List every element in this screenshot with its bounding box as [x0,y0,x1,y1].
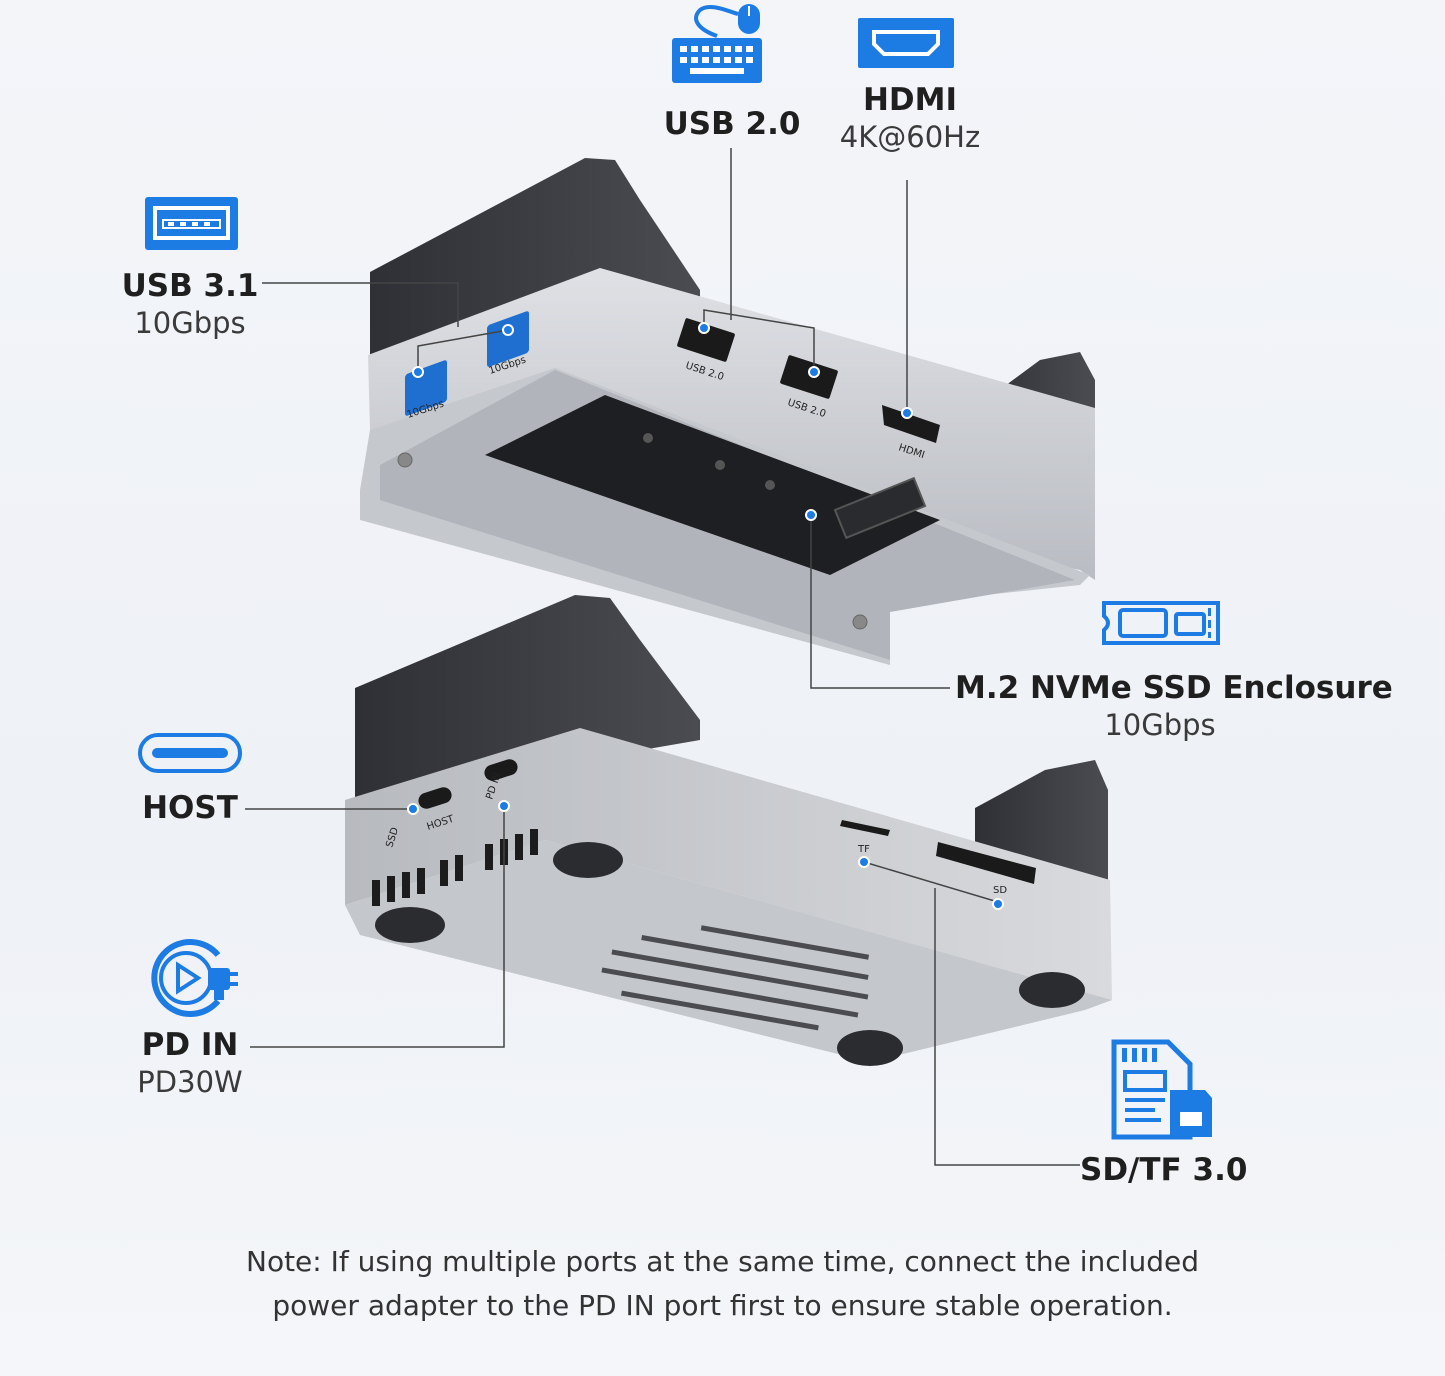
usage-note-line-1: Note: If using multiple ports at the sam… [246,1245,1199,1278]
host-label: HOST [120,790,260,827]
sd-marking: SD [993,885,1007,896]
tf-marking: TF [857,844,870,855]
pdin-title: PD IN [141,1027,239,1063]
pdin-subtitle: PD30W [137,1065,243,1100]
m2-title: M.2 NVMe SSD Enclosure [955,670,1393,706]
usb31-title: USB 3.1 [121,268,259,304]
power-plug-icon [151,939,238,1017]
usb31-label: USB 3.1 10Gbps [110,268,270,343]
callout-dots [407,322,1004,910]
hdmi-title: HDMI [862,82,958,118]
usb-c-icon [138,733,242,773]
usb-a-icon [145,197,238,250]
usage-note-line-2: power adapter to the PD IN port first to… [272,1289,1173,1322]
usb31-subtitle: 10Gbps [134,306,246,341]
top-device: 10Gbps 10Gbps USB 2.0 USB 2.0 HDMI [360,158,1095,665]
usage-note: Note: If using multiple ports at the sam… [0,1240,1445,1328]
host-title: HOST [142,790,238,826]
sd-card-icon [1111,1039,1212,1140]
usb20-label: USB 2.0 [652,106,812,143]
usb20-title: USB 2.0 [663,106,801,142]
ssd-icon [1102,601,1220,645]
sdtf-title: SD/TF 3.0 [1080,1152,1248,1188]
hdmi-subtitle: 4K@60Hz [839,120,981,155]
hdmi-icon [858,18,954,68]
callout-lines [245,148,1080,1166]
m2-label: M.2 NVMe SSD Enclosure 10Gbps [955,670,1393,745]
m2-subtitle: 10Gbps [1104,708,1216,743]
bottom-device: SSD HOST PD IN TF SD [345,595,1112,1066]
sdtf-label: SD/TF 3.0 [1080,1152,1248,1189]
pdin-label: PD IN PD30W [110,1027,270,1102]
bottom-vent-grille [601,925,870,1031]
hdmi-label: HDMI 4K@60Hz [820,82,1000,157]
keyboard-mouse-icon [672,4,762,83]
